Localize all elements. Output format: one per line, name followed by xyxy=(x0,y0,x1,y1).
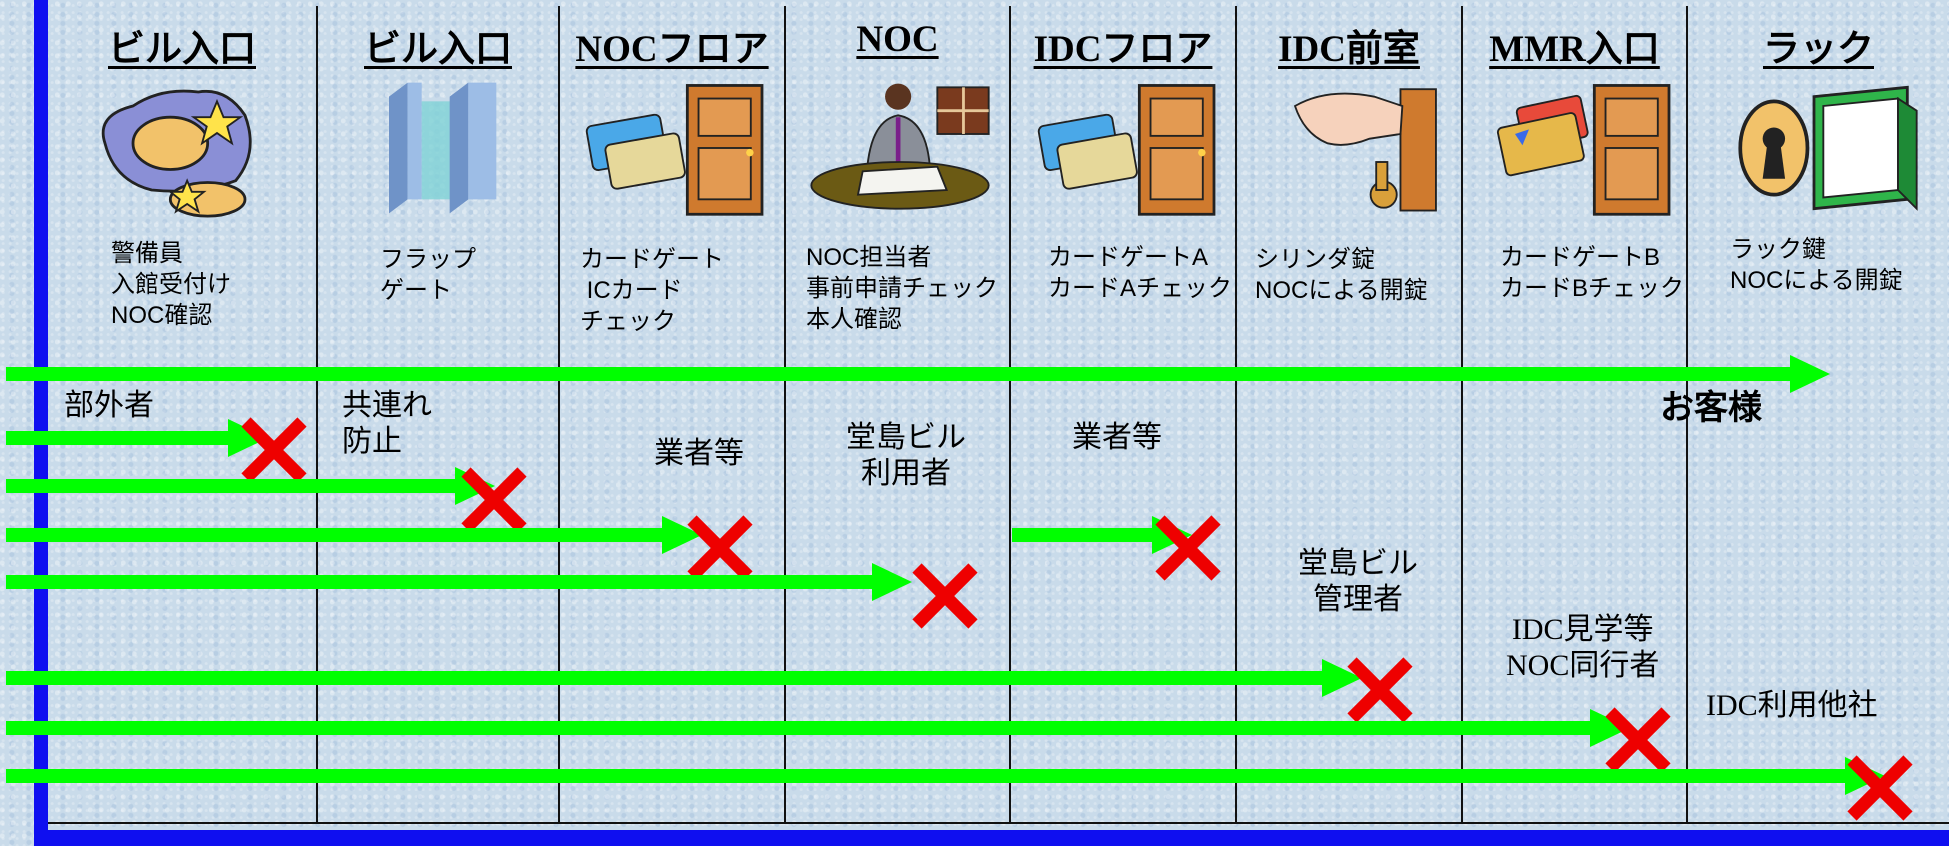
flow-label-outsider: 部外者 xyxy=(64,389,154,422)
credit-cards-door-icon xyxy=(1496,84,1671,216)
flow-arrow-shaft xyxy=(6,575,872,589)
flow-arrow-shaft xyxy=(6,431,228,445)
blocked-cross-icon xyxy=(1605,707,1671,773)
column-desc-noc-floor: カードゲート ICカード チェック xyxy=(580,246,724,335)
hand-key-lock-icon xyxy=(1293,88,1437,212)
column-desc-mmr-entrance: カードゲートB カードBチェック xyxy=(1500,244,1685,302)
column-desc-rack: ラック鍵 NOCによる開錠 xyxy=(1730,236,1903,294)
flow-arrow-shaft xyxy=(1012,528,1152,542)
desk-clerk-icon xyxy=(810,83,990,210)
flow-label-vendors-1: 業者等 xyxy=(654,437,744,470)
column-divider xyxy=(1686,6,1688,824)
blocked-cross-icon xyxy=(1155,515,1221,581)
column-title-idc-anteroom: IDC前室 xyxy=(1278,29,1420,70)
flow-label-idc-other-companies: IDC利用他社 xyxy=(1706,689,1878,722)
column-desc-building-entrance-1: 警備員 入館受付け NOC確認 xyxy=(111,240,231,329)
flow-arrow-shaft xyxy=(6,671,1322,685)
flow-label-dojima-building-managers: 堂島ビル 管理者 xyxy=(1298,547,1418,616)
blocked-cross-icon xyxy=(912,563,978,629)
column-desc-idc-anteroom: シリンダ錠 NOCによる開錠 xyxy=(1255,246,1428,304)
column-title-noc-floor: NOCフロア xyxy=(575,29,769,70)
flow-arrow-head xyxy=(1590,709,1630,747)
frame-left-border xyxy=(34,0,48,846)
flow-label-customer: お客様 xyxy=(1660,389,1762,427)
column-title-noc: NOC xyxy=(856,19,939,60)
column-title-idc-floor: IDCフロア xyxy=(1033,29,1213,70)
blocked-cross-icon xyxy=(687,515,753,581)
card-and-door-icon xyxy=(1037,84,1216,216)
flow-arrow-shaft xyxy=(6,479,455,493)
column-divider xyxy=(316,6,318,824)
flow-label-vendors-2: 業者等 xyxy=(1072,421,1162,454)
flow-arrow-head xyxy=(1322,659,1362,697)
flow-label-idc-tour-noc-escort: IDC見学等 NOC同行者 xyxy=(1506,613,1660,682)
flow-arrow-head xyxy=(1790,355,1830,393)
column-title-building-entrance-1: ビル入口 xyxy=(108,29,256,70)
flow-arrow-shaft xyxy=(6,769,1845,783)
flow-arrow-head xyxy=(872,563,912,601)
blocked-cross-icon xyxy=(1847,755,1913,821)
security-guard-badge-icon xyxy=(101,89,252,218)
column-divider xyxy=(1235,6,1237,824)
flow-arrow-head xyxy=(228,419,268,457)
flow-label-tailgating-prevention: 共連れ 防止 xyxy=(342,389,432,458)
flow-arrow-shaft xyxy=(6,721,1590,735)
column-divider xyxy=(784,6,786,824)
flow-arrow-shaft xyxy=(6,367,1790,381)
column-divider xyxy=(558,6,560,824)
grid-bottom-line xyxy=(48,822,1949,824)
flow-label-dojima-building-users: 堂島ビル 利用者 xyxy=(846,421,966,490)
column-title-building-entrance-2: ビル入口 xyxy=(364,29,512,70)
flap-gate-icon xyxy=(389,82,497,214)
column-desc-idc-floor: カードゲートA カードAチェック xyxy=(1048,244,1233,302)
card-and-door-icon xyxy=(585,84,764,216)
flow-arrow-shaft xyxy=(6,528,662,542)
blocked-cross-icon xyxy=(1347,657,1413,723)
column-desc-noc: NOC担当者 事前申請チェック 本人確認 xyxy=(806,244,998,333)
column-desc-building-entrance-2: フラップ ゲート xyxy=(380,246,476,304)
frame-bottom-border xyxy=(34,830,1949,846)
column-title-rack: ラック xyxy=(1763,29,1874,70)
keyhole-rack-icon xyxy=(1738,85,1918,211)
column-divider xyxy=(1461,6,1463,824)
blocked-cross-icon xyxy=(461,467,527,533)
flow-arrow-head xyxy=(662,516,702,554)
column-title-mmr-entrance: MMR入口 xyxy=(1489,29,1660,70)
column-divider xyxy=(1009,6,1011,824)
blocked-cross-icon xyxy=(241,417,307,483)
